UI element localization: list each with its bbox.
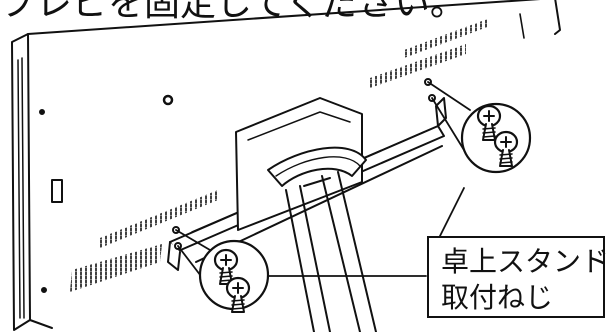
callout-line-2: 取付ねじ [441,281,554,314]
screw-zoom-circle-upper [460,102,532,174]
tv-back-panel [11,0,561,331]
callout-line-1: 卓上スタンド [441,245,610,278]
stand-assembly [235,97,377,332]
screw-zoom-circle-lower [198,239,270,314]
callout-box: 卓上スタンド 取付ねじ [427,236,610,318]
vent-grilles [70,18,490,292]
instruction-heading: ブレビを固定してください。 [0,0,466,24]
